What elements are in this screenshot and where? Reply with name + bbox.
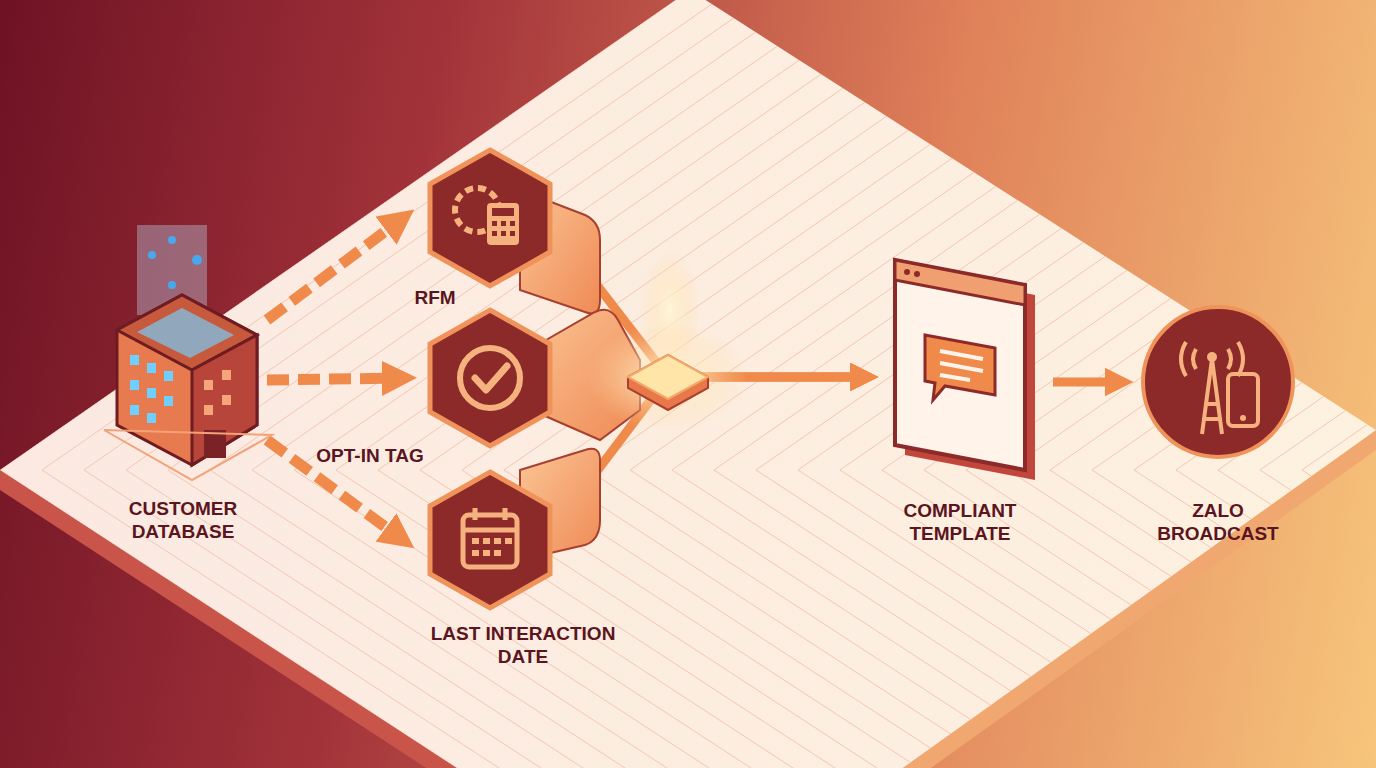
- icon-node: ZALO BROADCAST: [1140, 304, 1296, 460]
- chip-top: [628, 355, 708, 399]
- node-label: RFM: [395, 286, 475, 309]
- icon-node: LAST INTERACTION DATE: [425, 470, 555, 610]
- icon-node: OPT-IN TAG: [425, 308, 555, 448]
- node-label: CUSTOMER DATABASE: [103, 497, 263, 543]
- chip: [628, 355, 708, 410]
- node-label: OPT-IN TAG: [290, 444, 450, 467]
- icon-node: RFM: [425, 148, 555, 288]
- flow-arrow: [1053, 378, 1122, 387]
- flow-arrow: [267, 218, 403, 320]
- node-label: COMPLIANT TEMPLATE: [875, 499, 1045, 545]
- flow-arrow: [267, 378, 403, 380]
- node-label: LAST INTERACTION DATE: [413, 622, 633, 668]
- chip-glow: [588, 322, 748, 432]
- icon-node: COMPLIANT TEMPLATE: [885, 255, 1045, 485]
- node-label: ZALO BROADCAST: [1143, 499, 1293, 545]
- icon-node: CUSTOMER DATABASE: [112, 225, 272, 470]
